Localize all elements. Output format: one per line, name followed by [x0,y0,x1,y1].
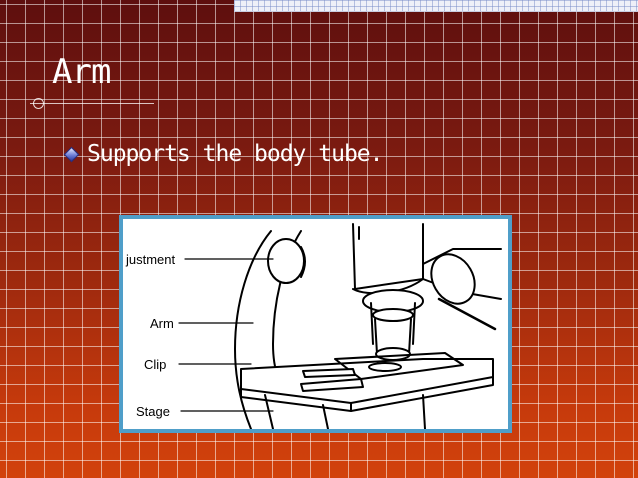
label-stage: Stage [136,404,170,419]
stage-clip [302,368,356,378]
label-arm: Arm [150,316,174,331]
label-clip: Clip [144,357,166,372]
arm-outer-curve [234,230,272,429]
microscope-drawing: justment Arm Clip Stage [125,223,502,429]
slide-title: Arm [52,52,111,92]
microscope-figure: justment Arm Clip Stage [119,215,512,433]
bullet-item: Supports the body tube. [63,141,383,167]
figure-canvas: justment Arm Clip Stage [123,219,508,429]
diamond-bullet-icon [63,146,80,162]
bullet-text: Supports the body tube. [87,141,383,167]
title-underline-rule [30,103,154,104]
head-housing [352,223,424,290]
adjustment-knob-icon [267,238,305,284]
objective-lens [374,318,412,355]
knob-edge [300,246,306,278]
top-decorative-band [234,0,638,12]
label-adjustment: justment [125,252,176,267]
